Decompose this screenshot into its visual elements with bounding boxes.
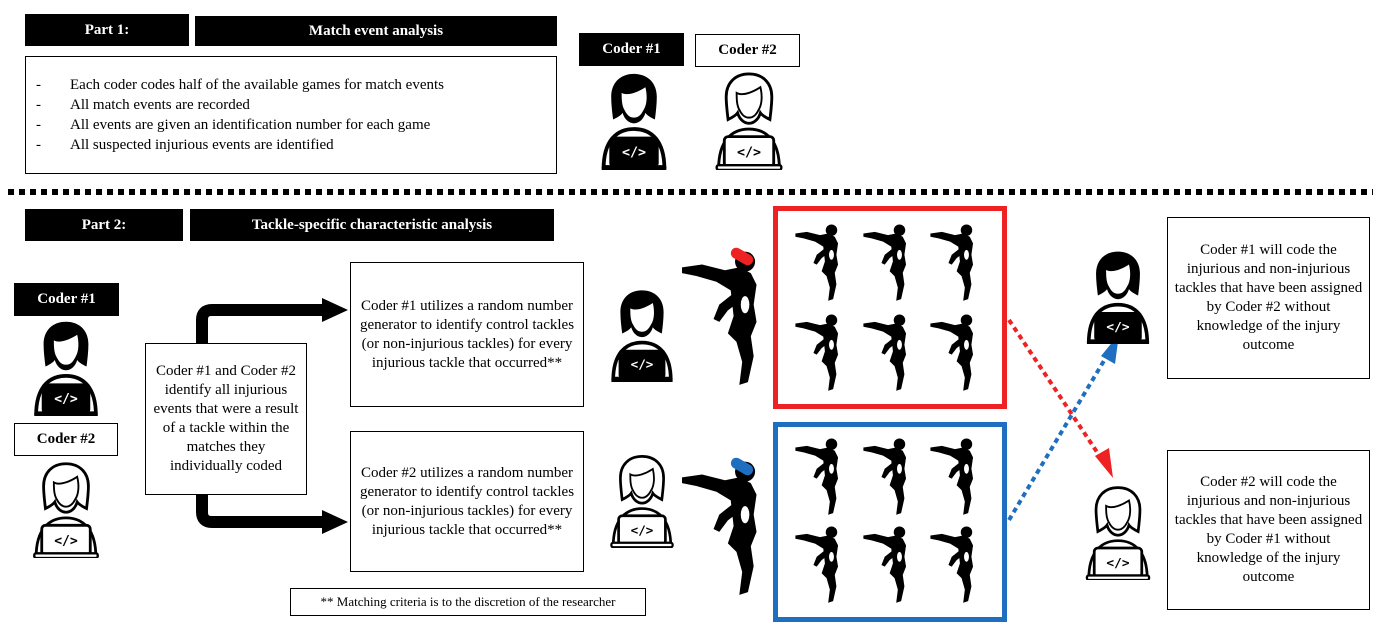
tackler-silhouette-icon bbox=[790, 312, 850, 394]
crossing-arrows bbox=[1007, 318, 1119, 522]
tackler-silhouette-icon bbox=[790, 436, 850, 518]
list-item: Each coder codes half of the available g… bbox=[36, 75, 546, 95]
coder-laptop-icon bbox=[606, 286, 678, 382]
coder-laptop-icon bbox=[711, 70, 787, 170]
tackler-silhouette-icon bbox=[858, 222, 918, 304]
part1-coder2-label: Coder #2 bbox=[695, 34, 800, 67]
tackler-silhouette-icon bbox=[858, 524, 918, 606]
list-item: All events are given an identification n… bbox=[36, 115, 546, 135]
part1-bullet-list: Each coder codes half of the available g… bbox=[36, 75, 546, 155]
list-item: All match events are recorded bbox=[36, 95, 546, 115]
tackler-silhouette-icon bbox=[925, 524, 985, 606]
tackler-silhouette-icon bbox=[790, 222, 850, 304]
section-divider bbox=[8, 189, 1373, 195]
coder-laptop-icon bbox=[1080, 484, 1156, 580]
part2-coder2-label: Coder #2 bbox=[14, 423, 118, 456]
arrow-icon bbox=[196, 298, 348, 534]
tackler-silhouette-icon bbox=[925, 312, 985, 394]
tackler-silhouette-icon bbox=[925, 436, 985, 518]
coder-laptop-icon bbox=[1080, 248, 1156, 344]
footnote-box: ** Matching criteria is to the discretio… bbox=[290, 588, 646, 616]
coder1-tackles-frame bbox=[773, 206, 1007, 409]
tackler-silhouette-icon bbox=[858, 312, 918, 394]
part2-label: Part 2: bbox=[25, 209, 183, 241]
part1-label: Part 1: bbox=[25, 14, 189, 46]
tackler-silhouette-icon bbox=[858, 436, 918, 518]
coder-laptop-icon bbox=[606, 452, 678, 548]
coder2-coding-box: Coder #2 will code the injurious and non… bbox=[1167, 450, 1370, 610]
tackler-silhouette-icon bbox=[682, 454, 768, 604]
part1-title: Match event analysis bbox=[195, 16, 557, 46]
tackler-silhouette-icon bbox=[925, 222, 985, 304]
coder-laptop-icon bbox=[28, 318, 104, 416]
part2-title: Tackle-specific characteristic analysis bbox=[190, 209, 554, 241]
part2-coder1-label: Coder #1 bbox=[14, 283, 119, 316]
coder-laptop-icon bbox=[28, 460, 104, 558]
tackler-silhouette-icon bbox=[682, 244, 768, 394]
coder1-coding-box: Coder #1 will code the injurious and non… bbox=[1167, 217, 1370, 379]
identify-injurious-events-box: Coder #1 and Coder #2 identify all injur… bbox=[145, 343, 307, 495]
coder1-random-selection-box: Coder #1 utilizes a random number genera… bbox=[350, 262, 584, 407]
tackler-silhouette-icon bbox=[790, 524, 850, 606]
part1-coder1-label: Coder #1 bbox=[579, 33, 684, 66]
coder-laptop-icon bbox=[596, 70, 672, 170]
part1-bullet-box: Each coder codes half of the available g… bbox=[25, 56, 557, 174]
list-item: All suspected injurious events are ident… bbox=[36, 135, 546, 155]
coder2-random-selection-box: Coder #2 utilizes a random number genera… bbox=[350, 431, 584, 572]
